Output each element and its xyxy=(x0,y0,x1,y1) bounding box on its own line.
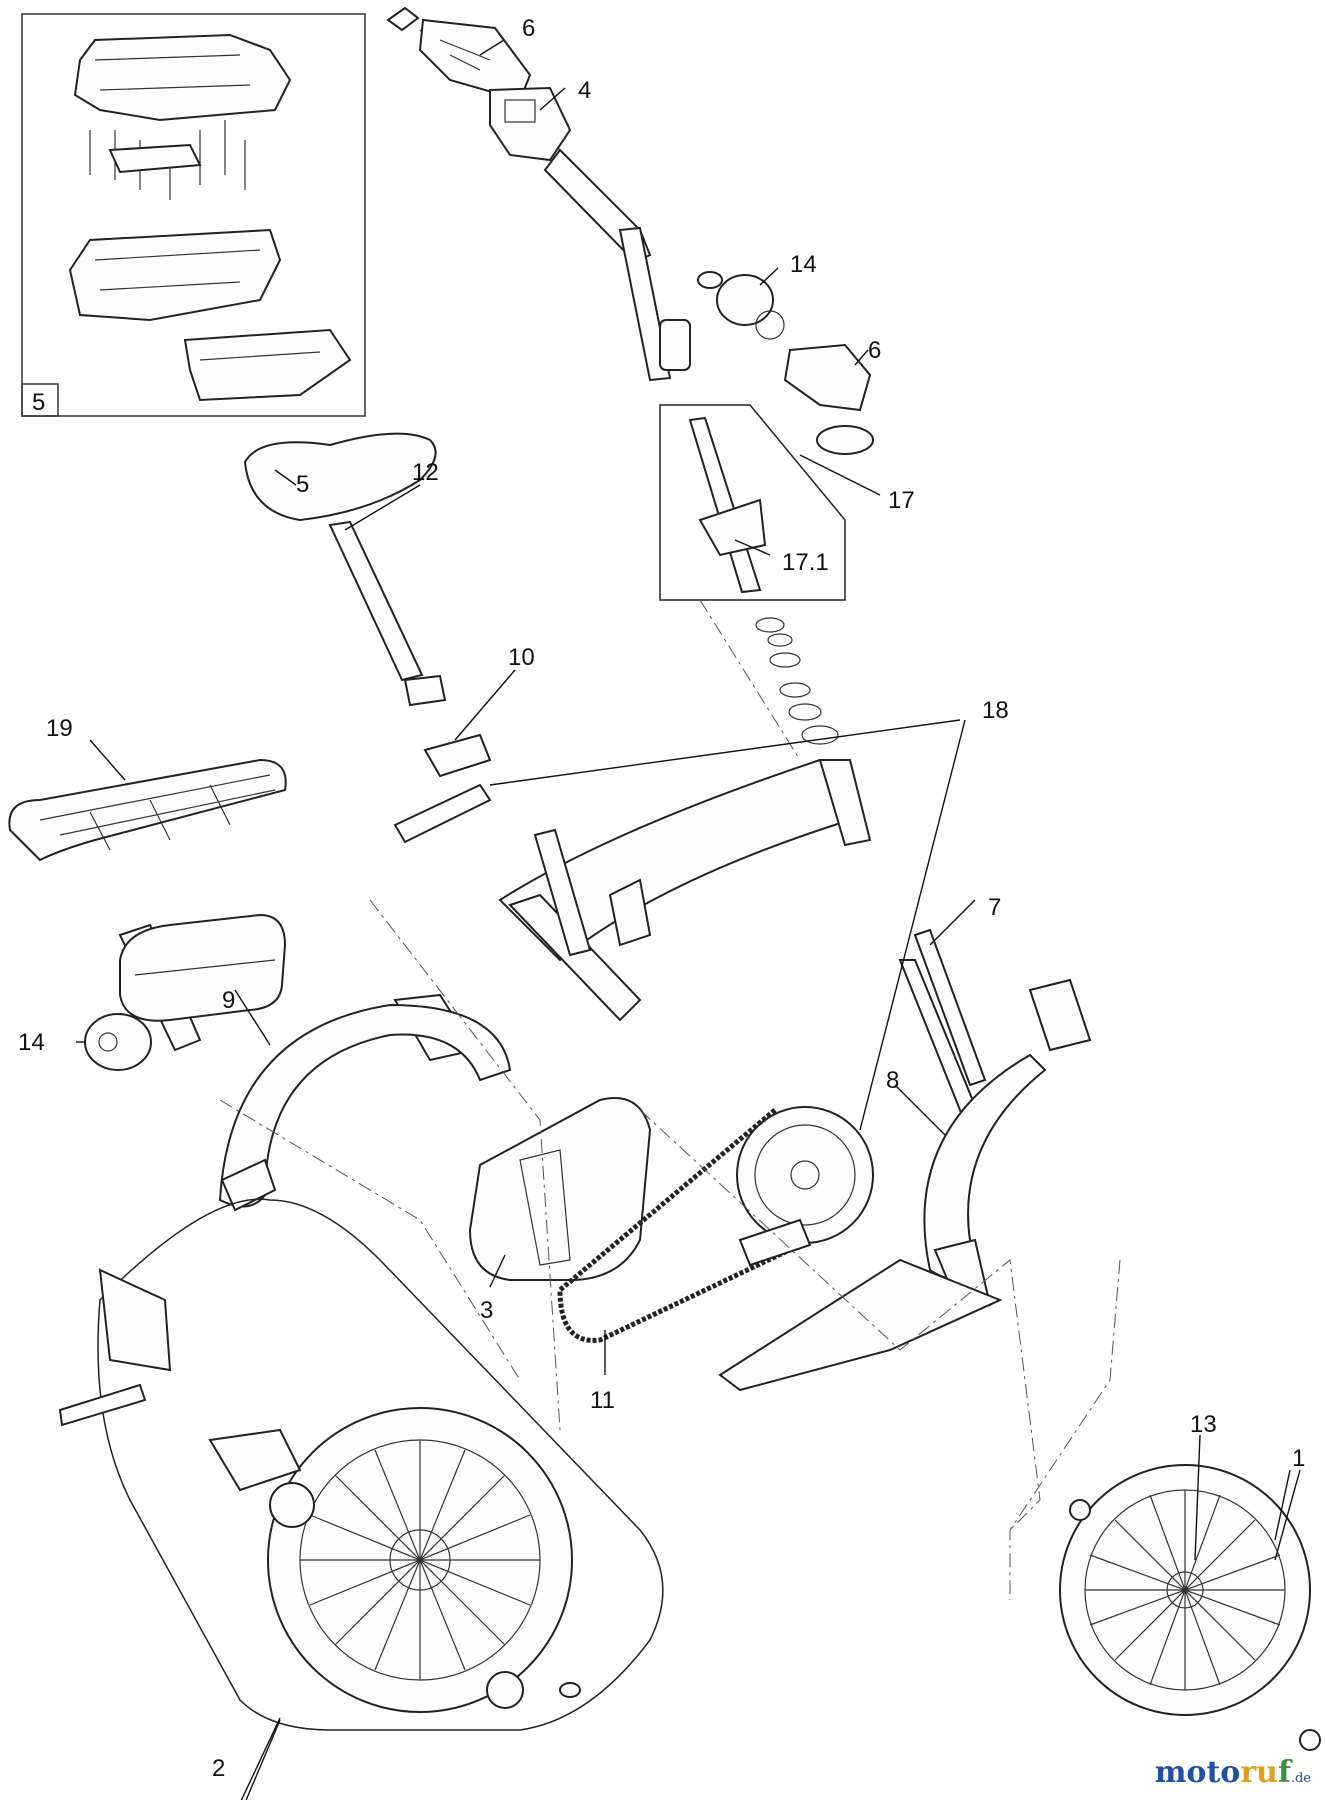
frame xyxy=(393,758,987,1137)
watermark-logo: motoruf.de xyxy=(1155,1755,1311,1790)
callout-14-top: 14 xyxy=(790,251,817,278)
assembly-guide-lines xyxy=(219,599,1121,1600)
bell-left xyxy=(84,1013,152,1071)
callout-9: 9 xyxy=(222,987,235,1014)
callout-labels: 1 2 3 4 5 5 6 6 7 8 9 10 11 12 13 14 14 … xyxy=(18,15,1305,1782)
callout-18: 18 xyxy=(982,697,1009,724)
chain-guard xyxy=(468,1097,652,1281)
callout-3: 3 xyxy=(480,1297,493,1324)
front-fender xyxy=(923,1053,1047,1280)
callout-12: 12 xyxy=(412,459,439,486)
leader-lines xyxy=(76,39,1301,1800)
watermark-part-b: ru xyxy=(1240,1755,1278,1790)
callout-17: 17 xyxy=(888,487,915,514)
callout-2: 2 xyxy=(212,1755,225,1782)
callout-19: 19 xyxy=(46,715,73,742)
callout-14-left: 14 xyxy=(18,1029,45,1056)
rear-wheel-group xyxy=(58,1198,664,1731)
callout-17-1: 17.1 xyxy=(782,549,829,576)
callout-6-right: 6 xyxy=(868,337,881,364)
crank-arm-left xyxy=(393,783,492,844)
front-wheel xyxy=(1059,1464,1321,1751)
callout-5-inset: 5 xyxy=(32,389,45,416)
callout-5: 5 xyxy=(296,471,309,498)
chain xyxy=(557,1108,802,1343)
callout-6-top: 6 xyxy=(522,15,535,42)
callout-11: 11 xyxy=(590,1387,615,1414)
callout-1: 1 xyxy=(1292,1445,1305,1472)
brake-lever-left xyxy=(418,18,532,102)
stem-assembly xyxy=(659,404,846,601)
callout-7: 7 xyxy=(988,894,1001,921)
mudflap xyxy=(718,1258,1003,1392)
front-fork xyxy=(913,928,987,1087)
callout-13: 13 xyxy=(1190,1411,1217,1438)
display-unit xyxy=(489,86,572,162)
watermark-part-a: moto xyxy=(1154,1755,1241,1790)
saddle-seatpost xyxy=(243,432,447,707)
watermark-part-c: f xyxy=(1277,1755,1291,1790)
callout-8: 8 xyxy=(886,1067,899,1094)
watermark-suffix: .de xyxy=(1290,1771,1311,1786)
callout-4: 4 xyxy=(578,77,591,104)
callout-10: 10 xyxy=(508,644,535,671)
headset-bearings xyxy=(755,617,839,745)
brake-lever-right xyxy=(783,343,872,412)
battery-inset xyxy=(21,13,366,417)
pedal-left xyxy=(423,733,492,778)
pedal-right xyxy=(738,1218,812,1267)
bell-top xyxy=(716,274,774,326)
